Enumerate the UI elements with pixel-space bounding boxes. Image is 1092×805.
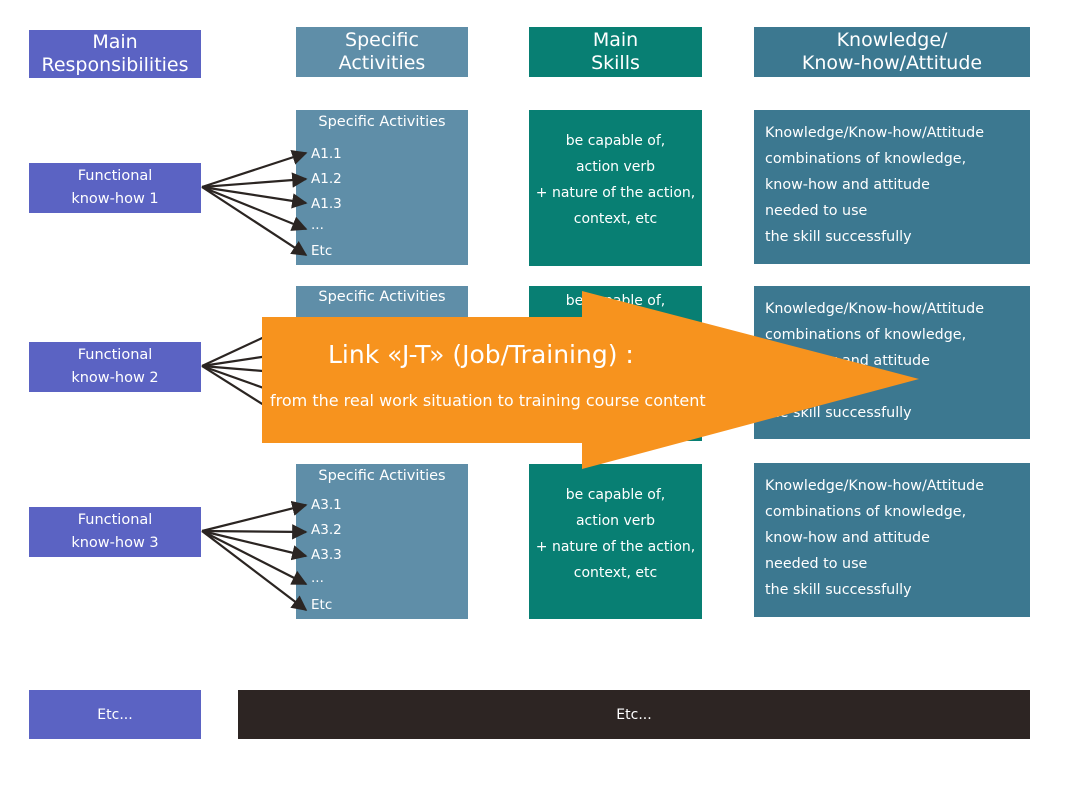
header-text: Responsibilities — [41, 54, 189, 76]
knowledge-line: needed to use — [765, 203, 868, 219]
arrow-line — [201, 529, 308, 561]
skills-box-1: be capable of, action verb + nature of t… — [529, 110, 702, 266]
skills-line: action verb — [575, 159, 656, 175]
knowledge-line: Knowledge/Know-how/Attitude — [765, 125, 985, 141]
functional-label: Functional — [77, 347, 153, 363]
knowledge-line: Knowledge/Know-how/Attitude — [765, 478, 985, 494]
functional-know-how-1: Functional know-how 1 — [29, 163, 201, 213]
header-text: Activities — [338, 52, 426, 74]
arrow-line — [201, 530, 308, 611]
knowledge-box-1: Knowledge/Know-how/Attitude combinations… — [754, 110, 1030, 264]
arrow-line — [201, 524, 308, 540]
arrow-line — [201, 185, 308, 209]
header-main-responsibilities: Main Responsibilities — [29, 30, 201, 78]
header-text: Knowledge/ — [836, 29, 948, 51]
activity-item: A3.2 — [311, 522, 342, 538]
functional-label: Functional — [77, 168, 153, 184]
knowledge-line: the skill successfully — [765, 229, 912, 245]
arrow-line — [201, 186, 308, 256]
knowledge-line: Knowledge/Know-how/Attitude — [765, 301, 985, 317]
banner-title: Link «J-T» (Job/Training) : — [328, 340, 634, 369]
activity-item: A1.1 — [311, 146, 342, 162]
arrow-line — [201, 185, 308, 231]
knowledge-line: combinations of knowledge, — [765, 151, 967, 167]
header-knowledge: Knowledge/ Know-how/Attitude — [754, 27, 1030, 77]
header-main-skills: Main Skills — [529, 27, 702, 77]
functional-label: know-how 2 — [71, 370, 159, 386]
footer-etc-label: Etc... — [97, 706, 133, 723]
footer-etc-left: Etc... — [29, 690, 201, 739]
header-specific-activities: Specific Activities — [296, 27, 468, 77]
arrow-line — [201, 500, 308, 533]
activity-item: A3.3 — [311, 547, 342, 563]
functional-label: know-how 3 — [71, 535, 159, 551]
functional-label: Functional — [77, 512, 153, 528]
knowledge-line: know-how and attitude — [765, 177, 930, 193]
activity-item: A1.3 — [311, 196, 342, 212]
knowledge-line: know-how and attitude — [765, 530, 930, 546]
activity-item: Etc — [311, 243, 333, 259]
activities-box-1: Specific Activities A1.1 A1.2 A1.3 ... E… — [296, 110, 468, 265]
skills-line: action verb — [575, 512, 656, 529]
header-text: Main — [592, 29, 639, 51]
activity-item: ... — [311, 217, 324, 233]
footer-etc-bar: Etc... — [238, 690, 1030, 739]
knowledge-line: the skill successfully — [765, 582, 912, 598]
activities-box-3: Specific Activities A3.1 A3.2 A3.3 ... E… — [296, 464, 468, 619]
header-text: Main — [92, 31, 138, 53]
skills-line: context, etc — [573, 564, 658, 581]
skills-line: be capable of, — [565, 133, 666, 149]
activity-item: ... — [311, 570, 324, 586]
header-text: Skills — [591, 52, 640, 74]
skills-line: + nature of the action, — [535, 185, 696, 201]
skills-box-3: be capable of, action verb + nature of t… — [529, 464, 702, 619]
arrow-line — [201, 149, 308, 189]
skills-line: context, etc — [573, 211, 658, 227]
functional-know-how-2: Functional know-how 2 — [29, 342, 201, 392]
activities-title: Specific Activities — [318, 468, 446, 484]
skills-line: + nature of the action, — [535, 538, 696, 555]
activity-item: Etc — [311, 597, 333, 613]
header-text: Know-how/Attitude — [801, 52, 983, 74]
activity-item: A3.1 — [311, 497, 342, 513]
knowledge-box-3: Knowledge/Know-how/Attitude combinations… — [754, 463, 1030, 617]
activity-item: A1.2 — [311, 171, 342, 187]
activities-title: Specific Activities — [318, 289, 446, 305]
banner-arrow-shape — [262, 291, 919, 469]
functional-label: know-how 1 — [71, 191, 159, 207]
arrow-line — [201, 172, 308, 189]
knowledge-line: needed to use — [765, 556, 868, 572]
skills-line: be capable of, — [565, 486, 666, 503]
activities-title: Specific Activities — [318, 114, 446, 130]
knowledge-line: combinations of knowledge, — [765, 327, 967, 343]
arrow-line — [201, 530, 308, 585]
knowledge-line: combinations of knowledge, — [765, 504, 967, 520]
banner-subtitle: from the real work situation to training… — [270, 391, 706, 410]
header-text: Specific — [345, 29, 419, 51]
functional-know-how-3: Functional know-how 3 — [29, 507, 201, 557]
footer-etc-label: Etc... — [616, 706, 652, 723]
